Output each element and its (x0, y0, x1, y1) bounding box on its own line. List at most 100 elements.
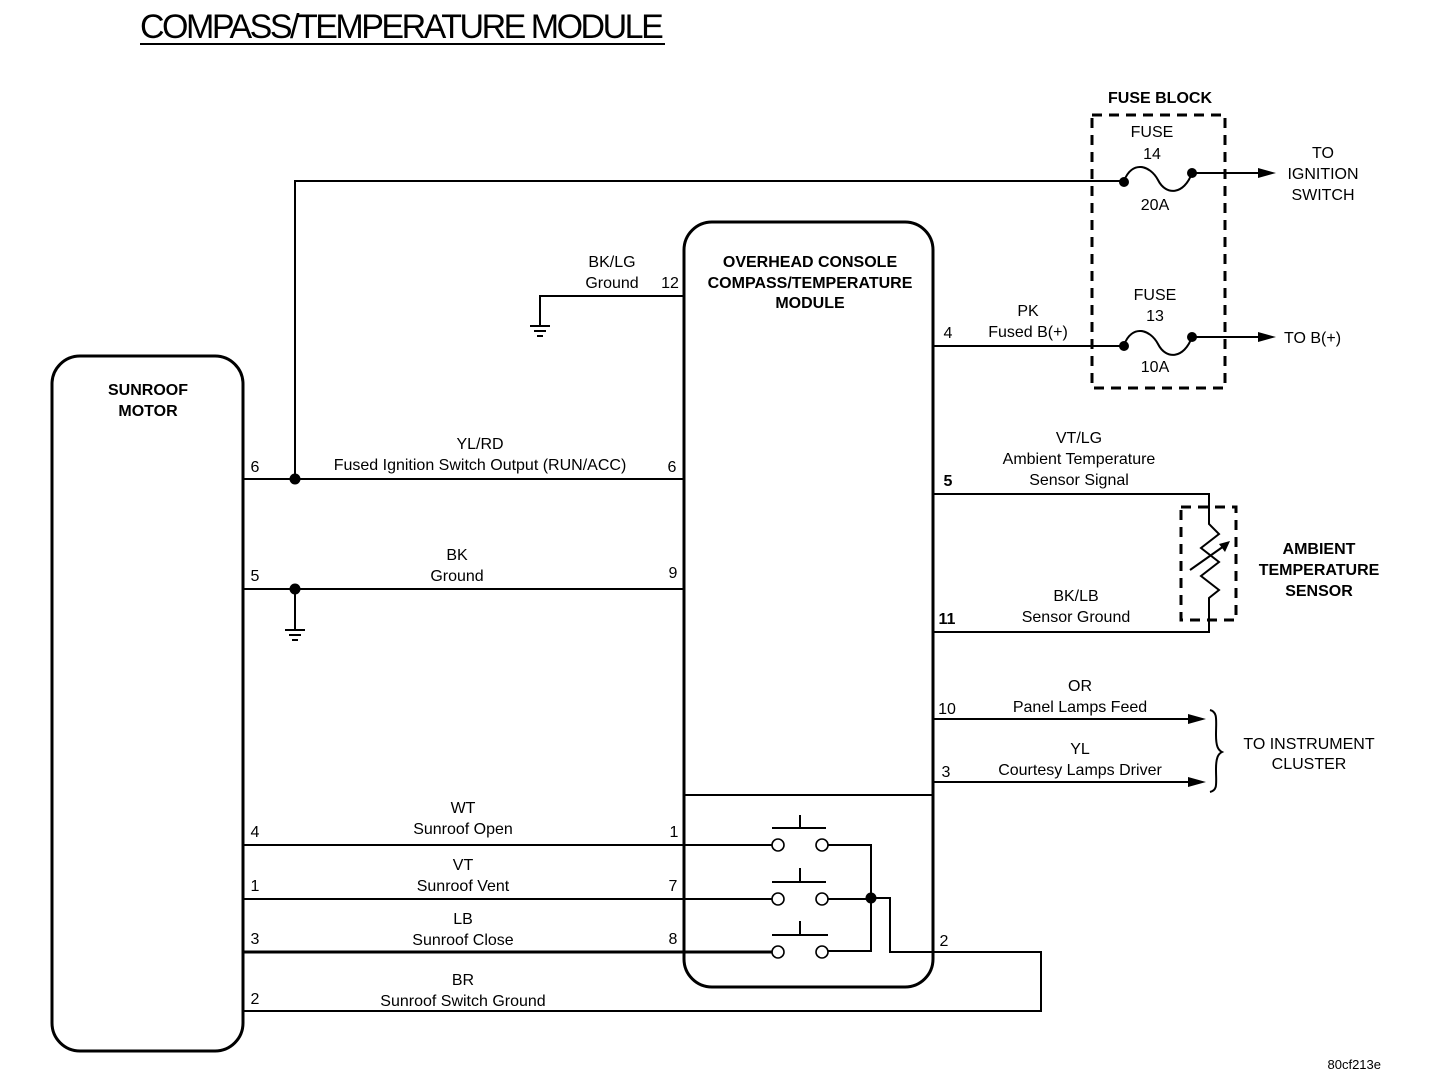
sensor-label-3: SENSOR (1285, 583, 1353, 600)
wire-name: Sunroof Close (412, 932, 513, 949)
module-box (682, 220, 935, 989)
arrow-icon (1258, 332, 1276, 342)
fuse-block-label: FUSE BLOCK (1108, 90, 1212, 107)
sensor-label-2: TEMPERATURE (1259, 562, 1380, 579)
circuit-yl-courtesy-lamps: YL Courtesy Lamps Driver 3 (933, 741, 1206, 787)
wire-color: YL/RD (456, 436, 503, 453)
wire-name: Sunroof Switch Ground (380, 993, 545, 1010)
wire-name-2: Sensor Signal (1029, 472, 1129, 489)
cluster-label-1: TO INSTRUMENT (1243, 736, 1374, 753)
to-ignition-label-3: SWITCH (1291, 187, 1354, 204)
wire-color: OR (1068, 678, 1092, 695)
circuit-bk-lg-ground: BK/LG Ground 12 (530, 254, 684, 337)
brace-icon (1209, 709, 1225, 793)
fuse-14: FUSE 14 20A TO IGNITION SWITCH (1119, 124, 1359, 214)
fuse-13: FUSE 13 10A TO B(+) (1119, 287, 1341, 376)
fuse-block: FUSE BLOCK FUSE 14 20A TO IGNITION SWITC… (1090, 90, 1359, 390)
wire-color: VT/LG (1056, 430, 1102, 447)
module-pin: 10 (938, 701, 956, 718)
wire-color: BK/LB (1053, 588, 1098, 605)
module-label-2: COMPASS/TEMPERATURE (708, 275, 913, 292)
sensor-outline (1179, 505, 1238, 622)
wire-color: YL (1070, 741, 1090, 758)
wire-color: BK/LG (588, 254, 635, 271)
sensor-label-1: AMBIENT (1283, 541, 1356, 558)
wire-name: Fused B(+) (988, 324, 1068, 341)
motor-pin: 1 (251, 878, 260, 895)
diagram-title: COMPASS/TEMPERATURE MODULE (140, 8, 663, 46)
arrow-icon (1188, 777, 1206, 787)
to-battery-label: TO B(+) (1284, 330, 1341, 347)
module-pin: 1 (670, 824, 679, 841)
fuse-13-rating: 10A (1141, 359, 1170, 376)
fuse-14-rating: 20A (1141, 197, 1170, 214)
wire-name: Sensor Ground (1022, 609, 1131, 626)
figure-id: 80cf213e (1328, 1057, 1382, 1072)
circuit-vt-sunroof-vent: VT Sunroof Vent 1 7 (243, 857, 772, 900)
sunroof-motor-label-2: MOTOR (118, 403, 178, 420)
sunroof-motor-box (50, 354, 245, 1053)
module-pin: 2 (940, 933, 949, 950)
motor-pin: 3 (251, 931, 260, 948)
to-ignition-label-1: TO (1312, 145, 1334, 162)
switch-vent-icon (771, 868, 829, 906)
wire-name: Panel Lamps Feed (1013, 699, 1147, 716)
module-pin: 3 (942, 764, 951, 781)
sunroof-motor: SUNROOF MOTOR (50, 354, 245, 1053)
circuit-vt-lg-sensor-signal: VT/LG Ambient Temperature Sensor Signal … (933, 430, 1210, 506)
wire-color: LB (453, 911, 473, 928)
wire-color: WT (451, 800, 476, 817)
module-pin: 4 (944, 325, 953, 342)
fuse-13-symbol (1123, 330, 1193, 356)
module-pin: 7 (669, 878, 678, 895)
circuit-yl-rd-ignition: YL/RD Fused Ignition Switch Output (RUN/… (243, 436, 684, 480)
wire-name: Ground (430, 568, 483, 585)
cluster-label-2: CLUSTER (1272, 756, 1347, 773)
wire-name: Courtesy Lamps Driver (998, 762, 1162, 779)
fuse-13-label: FUSE (1134, 287, 1177, 304)
sunroof-switches (771, 815, 877, 959)
wire-name-1: Ambient Temperature (1003, 451, 1156, 468)
module-pin: 9 (669, 565, 678, 582)
circuit-or-panel-lamps: OR Panel Lamps Feed 10 (933, 678, 1206, 724)
motor-pin: 2 (251, 991, 260, 1008)
circuit-pk-fused-b: PK Fused B(+) 4 (933, 303, 1124, 347)
motor-pin: 4 (251, 824, 260, 841)
circuit-wt-sunroof-open: WT Sunroof Open 4 1 (243, 800, 772, 846)
ambient-temperature-sensor: AMBIENT TEMPERATURE SENSOR (1179, 505, 1380, 622)
wire-color: BR (452, 972, 474, 989)
overhead-console-module: OVERHEAD CONSOLE COMPASS/TEMPERATURE MOD… (682, 220, 935, 989)
to-ignition-label-2: IGNITION (1287, 166, 1358, 183)
wire-color: BK (446, 547, 468, 564)
circuit-bk-ground: BK Ground 5 9 (243, 547, 684, 641)
wire-color: VT (453, 857, 474, 874)
motor-pin: 6 (251, 459, 260, 476)
fuse-14-number: 14 (1143, 146, 1161, 163)
module-label-3: MODULE (775, 295, 845, 312)
sunroof-motor-label-1: SUNROOF (108, 382, 188, 399)
instrument-cluster-destination: TO INSTRUMENT CLUSTER (1209, 709, 1375, 793)
arrow-icon (1258, 168, 1276, 178)
wire-color: PK (1017, 303, 1039, 320)
circuit-bk-lb-sensor-ground: BK/LB Sensor Ground 11 (933, 588, 1210, 633)
circuit-lb-sunroof-close: LB Sunroof Close 3 8 (243, 911, 772, 954)
module-pin: 6 (668, 459, 677, 476)
motor-pin: 5 (251, 568, 260, 585)
wire-name: Fused Ignition Switch Output (RUN/ACC) (334, 457, 627, 474)
splice-dot (289, 583, 301, 595)
wire-name: Sunroof Vent (417, 878, 510, 895)
module-label-1: OVERHEAD CONSOLE (723, 254, 898, 271)
arrow-icon (1188, 714, 1206, 724)
circuit-br-switch-ground: BR Sunroof Switch Ground 2 2 (243, 897, 1042, 1012)
wire-name: Sunroof Open (413, 821, 513, 838)
fuse-13-number: 13 (1146, 308, 1164, 325)
wire-name: Ground (585, 275, 638, 292)
switch-open-icon (771, 815, 829, 852)
module-pin: 8 (669, 931, 678, 948)
module-pin: 5 (944, 473, 953, 490)
fuse-14-symbol (1123, 166, 1193, 192)
fuse-14-label: FUSE (1131, 124, 1174, 141)
module-pin: 11 (939, 611, 956, 628)
switch-close-icon (771, 921, 829, 959)
